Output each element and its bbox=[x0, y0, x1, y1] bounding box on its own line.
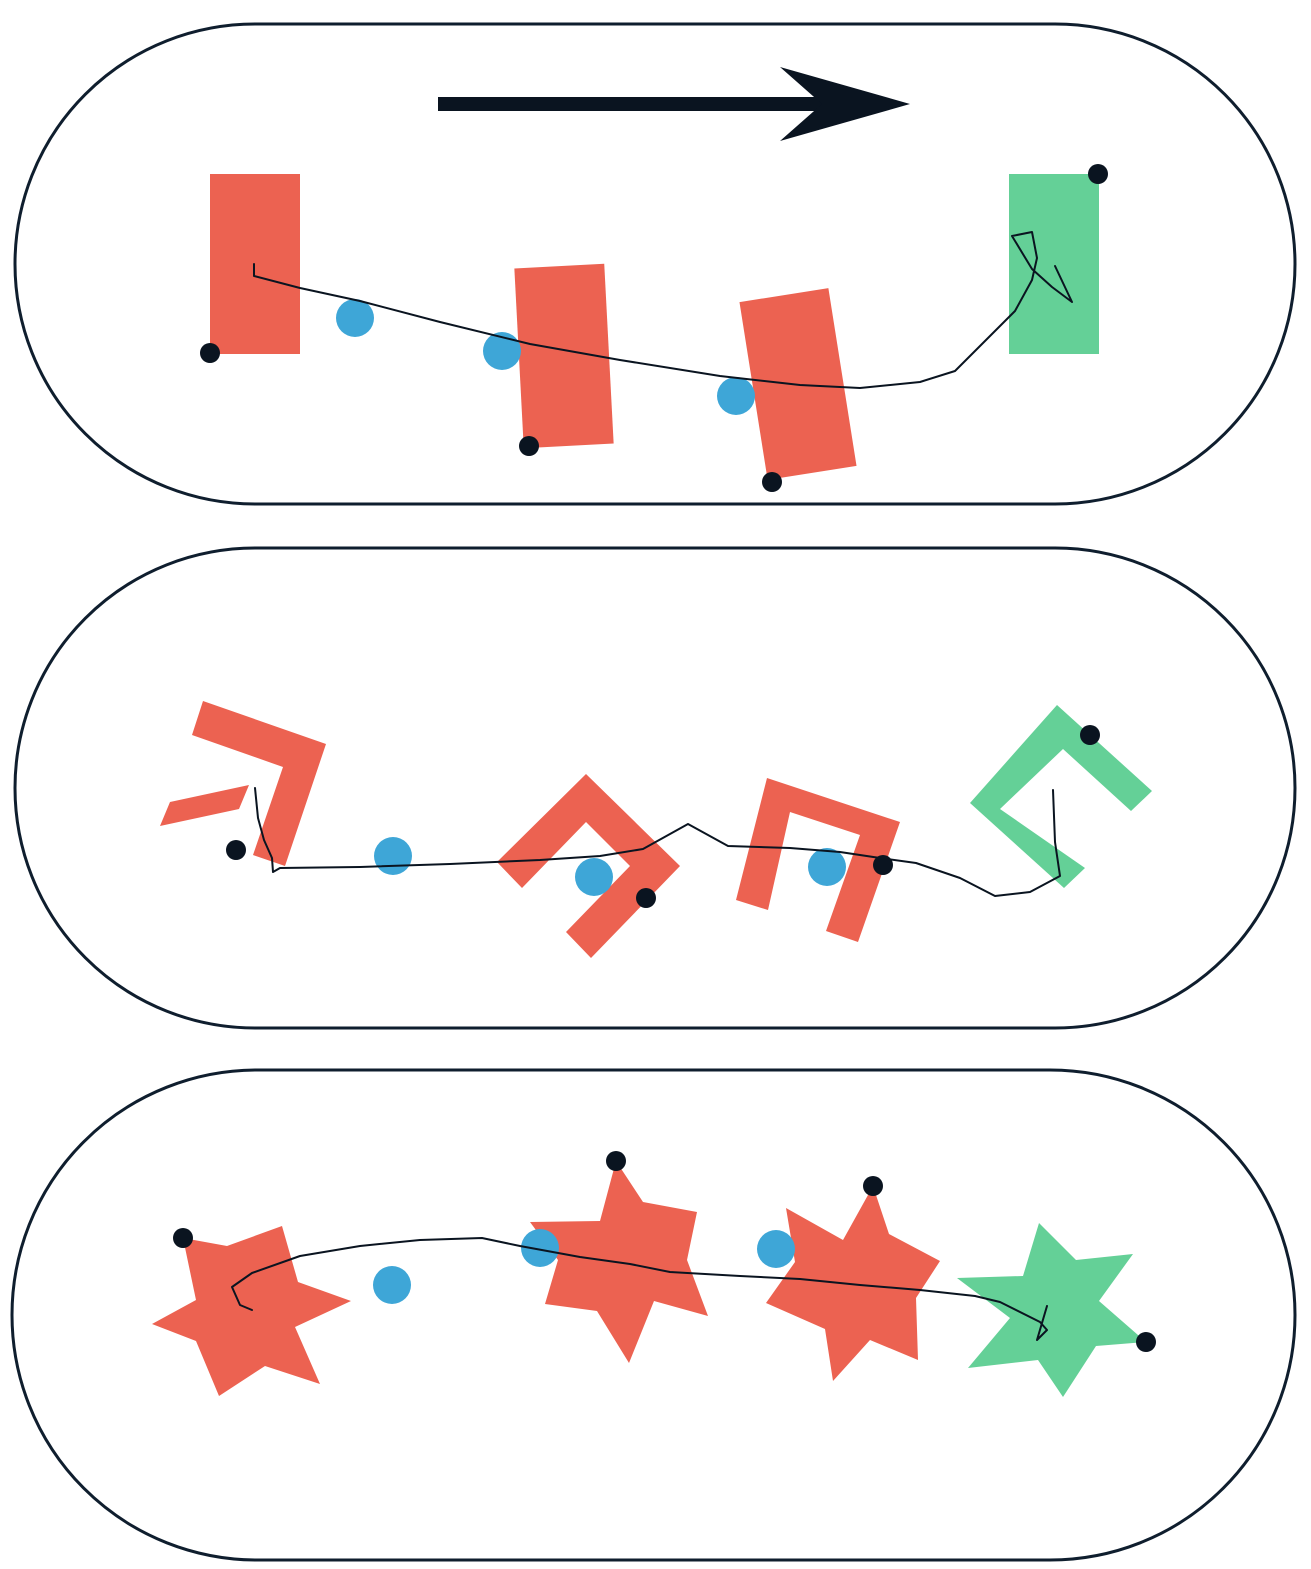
start-shape bbox=[736, 778, 900, 942]
corner-marker bbox=[606, 1151, 626, 1171]
start-shape bbox=[497, 774, 680, 958]
corner-marker bbox=[519, 436, 539, 456]
trajectory-line bbox=[231, 1237, 1048, 1341]
arrow-head bbox=[780, 67, 910, 141]
ball bbox=[336, 299, 374, 337]
ball bbox=[757, 1230, 795, 1268]
ball bbox=[808, 848, 846, 886]
start-shape bbox=[514, 263, 614, 449]
ball bbox=[575, 858, 613, 896]
corner-marker bbox=[1136, 1332, 1156, 1352]
panel-stars bbox=[10, 1068, 1297, 1562]
corner-marker bbox=[636, 888, 656, 908]
corner-marker bbox=[1080, 725, 1100, 745]
target-shape bbox=[970, 705, 1152, 888]
ball bbox=[374, 837, 412, 875]
panel-outline bbox=[13, 546, 1297, 1030]
target-shape bbox=[1009, 174, 1099, 354]
corner-marker bbox=[226, 840, 246, 860]
corner-marker bbox=[200, 343, 220, 363]
ball bbox=[373, 1266, 411, 1304]
corner-marker bbox=[863, 1176, 883, 1196]
corner-marker bbox=[762, 472, 782, 492]
start-shape bbox=[192, 701, 326, 866]
start-shape bbox=[152, 1226, 351, 1396]
ball bbox=[521, 1229, 559, 1267]
target-shape bbox=[957, 1223, 1146, 1397]
panel-rectangles bbox=[13, 22, 1297, 506]
trajectory-line bbox=[253, 231, 1073, 389]
ball bbox=[717, 377, 755, 415]
panel-outline bbox=[10, 1068, 1297, 1562]
start-shape bbox=[160, 785, 249, 826]
panel-outline bbox=[13, 22, 1297, 506]
panel-l-shapes bbox=[13, 546, 1297, 1030]
corner-marker bbox=[873, 855, 893, 875]
trajectory-line bbox=[254, 787, 1061, 897]
direction-arrow bbox=[438, 67, 910, 141]
corner-marker bbox=[1088, 164, 1108, 184]
arrow-shaft bbox=[438, 97, 828, 111]
corner-marker bbox=[173, 1228, 193, 1248]
ball bbox=[483, 332, 521, 370]
